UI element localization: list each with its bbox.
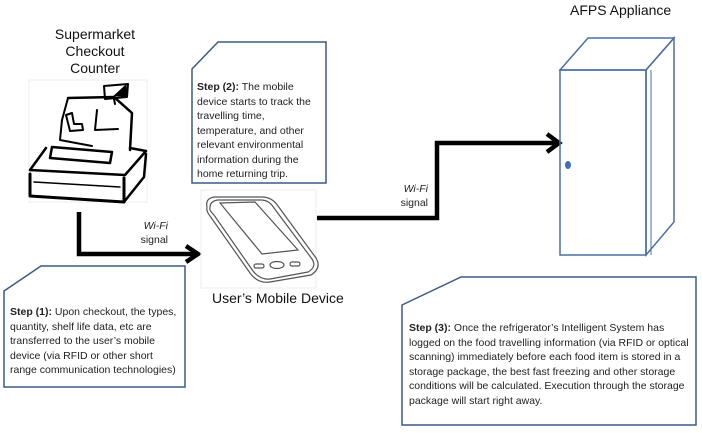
step-2-title: Step (2): bbox=[197, 81, 239, 93]
mobile-device-label: User’s Mobile Device bbox=[212, 290, 344, 306]
appliance-handle bbox=[565, 161, 571, 169]
step-2-text: Step (2): The mobile device starts to tr… bbox=[197, 80, 321, 182]
wifi-label-1: Wi-Fi signal bbox=[120, 219, 168, 247]
checkout-label-line: Checkout bbox=[65, 43, 125, 59]
step-2-body: The mobile device starts to track the tr… bbox=[197, 81, 311, 180]
step-1-text: Step (1): Upon checkout, the types, quan… bbox=[10, 305, 182, 378]
arrow-mobile-to-appliance bbox=[317, 132, 563, 221]
wifi-label-2: Wi-Fi signal bbox=[380, 182, 428, 210]
smartphone-icon bbox=[200, 189, 319, 289]
refrigerator-icon bbox=[558, 36, 676, 258]
step-1-title: Step (1): bbox=[10, 306, 52, 318]
checkout-label-line: Counter bbox=[70, 60, 120, 76]
checkout-label-line: Supermarket bbox=[54, 26, 136, 42]
step-3-callout-shape bbox=[401, 276, 697, 426]
step-3-body: Once the refrigerator’s Intelligent Syst… bbox=[409, 322, 689, 407]
step-1-body: Upon checkout, the types, quantity, shel… bbox=[10, 306, 177, 376]
step-1-callout-shape bbox=[3, 265, 186, 388]
wifi-label-italic: Wi-Fi bbox=[403, 183, 428, 195]
arrow-checkout-to-mobile bbox=[76, 212, 203, 264]
step-3-text: Step (3): Once the refrigerator’s Intell… bbox=[409, 321, 693, 408]
wifi-label-italic: Wi-Fi bbox=[143, 220, 168, 232]
wifi-label-plain: signal bbox=[140, 234, 168, 246]
appliance-label: AFPS Appliance bbox=[570, 2, 672, 18]
wifi-label-plain: signal bbox=[400, 197, 428, 209]
step-2-callout-shape bbox=[191, 41, 327, 184]
checkout-label: Supermarket Checkout Counter bbox=[28, 26, 162, 77]
cash-register-icon bbox=[28, 79, 148, 204]
step-3-title: Step (3): bbox=[409, 322, 451, 334]
